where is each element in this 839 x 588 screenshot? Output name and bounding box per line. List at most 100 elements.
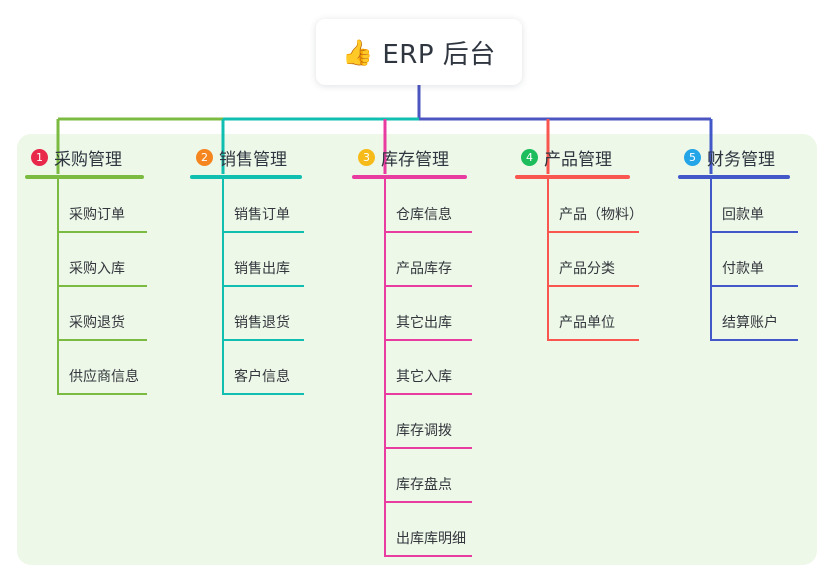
branch-column-3: 3 库存管理仓库信息产品库存其它出库其它入库库存调拨库存盘点出库库明细 (352, 144, 502, 557)
list-item-underline (384, 447, 472, 449)
branch-item-list: 产品（物料） 产品分类产品单位 (515, 179, 665, 341)
branch-background-panel (17, 134, 817, 565)
branch-item-list: 采购订单采购入库采购退货供应商信息 (25, 179, 175, 395)
branch-header-4[interactable]: 4 产品管理 (515, 144, 665, 170)
list-item-label: 客户信息 (234, 369, 290, 385)
branch-item-list: 回款单付款单结算账户 (678, 179, 828, 341)
branch-number-badge: 5 (684, 148, 701, 166)
branch-number-badge: 3 (358, 148, 375, 166)
branch-number-badge: 4 (521, 148, 538, 166)
branch-spine (710, 179, 712, 341)
list-item-label: 产品库存 (396, 261, 452, 277)
list-item-underline (710, 285, 798, 287)
list-item-underline (222, 339, 304, 341)
branch-item-list: 销售订单销售出库销售退货客户信息 (190, 179, 340, 395)
branch-column-1: 1 采购管理采购订单采购入库采购退货供应商信息 (25, 144, 175, 395)
list-item[interactable]: 结算账户 (678, 287, 828, 341)
root-node[interactable]: 👍 ERP 后台 (316, 19, 522, 85)
list-item-label: 其它出库 (396, 315, 452, 331)
list-item-underline (384, 285, 472, 287)
thumbs-up-icon: 👍 (342, 37, 374, 67)
list-item[interactable]: 库存盘点 (352, 449, 502, 503)
branch-spine (384, 179, 386, 557)
branch-title: 采购管理 (54, 149, 122, 170)
branch-header-underline (515, 175, 630, 179)
branch-column-4: 4 产品管理产品（物料） 产品分类产品单位 (515, 144, 665, 341)
list-item[interactable]: 仓库信息 (352, 179, 502, 233)
list-item[interactable]: 产品库存 (352, 233, 502, 287)
branch-spine (547, 179, 549, 341)
list-item[interactable]: 其它入库 (352, 341, 502, 395)
list-item-underline (57, 285, 147, 287)
list-item[interactable]: 采购入库 (25, 233, 175, 287)
list-item[interactable]: 产品（物料） (515, 179, 665, 233)
branch-header-3[interactable]: 3 库存管理 (352, 144, 502, 170)
branch-column-2: 2 销售管理销售订单销售出库销售退货客户信息 (190, 144, 340, 395)
list-item[interactable]: 出库库明细 (352, 503, 502, 557)
branch-header-1[interactable]: 1 采购管理 (25, 144, 175, 170)
branch-title: 库存管理 (381, 149, 449, 170)
list-item-label: 产品单位 (559, 315, 615, 331)
branch-header-underline (25, 175, 144, 179)
list-item[interactable]: 库存调拨 (352, 395, 502, 449)
list-item-label: 供应商信息 (69, 369, 139, 385)
list-item-underline (384, 339, 472, 341)
branch-spine (57, 179, 59, 395)
list-item[interactable]: 销售订单 (190, 179, 340, 233)
list-item-label: 库存调拨 (396, 423, 452, 439)
branch-header-underline (352, 175, 467, 179)
list-item-underline (384, 555, 472, 557)
list-item-underline (384, 393, 472, 395)
list-item-underline (547, 285, 639, 287)
list-item[interactable]: 产品分类 (515, 233, 665, 287)
list-item[interactable]: 采购退货 (25, 287, 175, 341)
branch-title: 产品管理 (544, 149, 612, 170)
list-item-label: 采购订单 (69, 207, 125, 223)
list-item-underline (222, 285, 304, 287)
list-item-label: 产品（物料） (559, 207, 643, 223)
list-item[interactable]: 回款单 (678, 179, 828, 233)
list-item-label: 销售出库 (234, 261, 290, 277)
list-item-underline (547, 339, 639, 341)
list-item-label: 结算账户 (722, 315, 778, 331)
list-item-underline (57, 339, 147, 341)
list-item-label: 产品分类 (559, 261, 615, 277)
list-item[interactable]: 采购订单 (25, 179, 175, 233)
branch-number-badge: 1 (31, 148, 48, 166)
branch-spine (222, 179, 224, 395)
list-item[interactable]: 客户信息 (190, 341, 340, 395)
list-item[interactable]: 供应商信息 (25, 341, 175, 395)
list-item-underline (384, 501, 472, 503)
branch-title: 销售管理 (219, 149, 287, 170)
list-item-label: 付款单 (722, 261, 764, 277)
list-item-underline (222, 393, 304, 395)
list-item[interactable]: 销售退货 (190, 287, 340, 341)
list-item[interactable]: 付款单 (678, 233, 828, 287)
list-item-underline (57, 393, 147, 395)
list-item[interactable]: 其它出库 (352, 287, 502, 341)
list-item-label: 销售订单 (234, 207, 290, 223)
list-item-underline (57, 231, 147, 233)
branch-header-underline (190, 175, 302, 179)
list-item-underline (222, 231, 304, 233)
list-item-label: 销售退货 (234, 315, 290, 331)
list-item-label: 回款单 (722, 207, 764, 223)
list-item[interactable]: 销售出库 (190, 233, 340, 287)
list-item[interactable]: 产品单位 (515, 287, 665, 341)
list-item-underline (547, 231, 639, 233)
list-item-label: 仓库信息 (396, 207, 452, 223)
root-title: ERP 后台 (382, 39, 496, 70)
branch-number-badge: 2 (196, 148, 213, 166)
list-item-underline (710, 231, 798, 233)
branch-header-underline (678, 175, 790, 179)
list-item-underline (384, 231, 472, 233)
branch-header-2[interactable]: 2 销售管理 (190, 144, 340, 170)
list-item-label: 采购入库 (69, 261, 125, 277)
list-item-label: 出库库明细 (396, 531, 466, 547)
list-item-label: 采购退货 (69, 315, 125, 331)
list-item-label: 库存盘点 (396, 477, 452, 493)
list-item-underline (710, 339, 798, 341)
